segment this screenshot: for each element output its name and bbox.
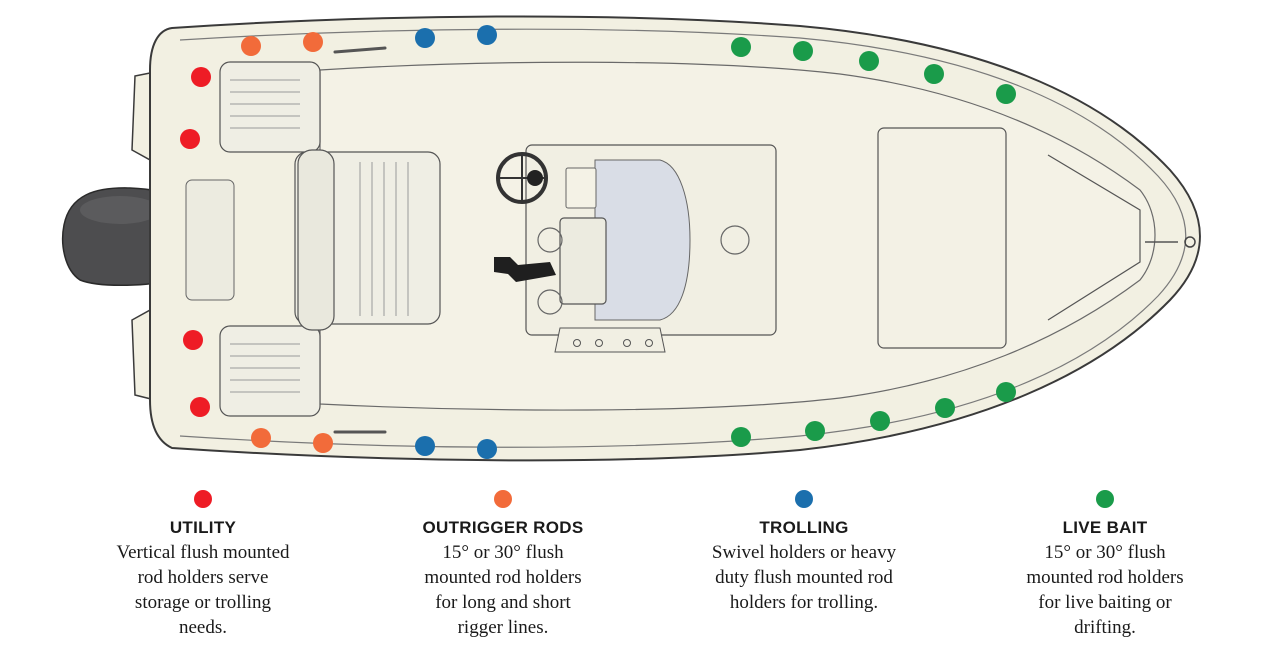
legend-outrigger: OUTRIGGER RODS 15° or 30° flush mounted …: [388, 488, 618, 640]
legend-description: 15° or 30° flush mounted rod holders for…: [1026, 542, 1184, 638]
legend-trolling: TROLLING Swivel holders or heavy duty fl…: [689, 488, 919, 615]
live-bait-rod-holder: [793, 41, 813, 61]
utility-dot: [194, 490, 212, 508]
live-bait-rod-holder: [996, 382, 1016, 402]
live-bait-dot: [1096, 490, 1114, 508]
helm-wheel: [496, 152, 548, 204]
windshield: [594, 159, 691, 321]
trolling-dot: [795, 490, 813, 508]
live-bait-rod-holder: [731, 427, 751, 447]
outrigger-dot: [494, 490, 512, 508]
outrigger-rod-holder: [241, 36, 261, 56]
live-bait-rod-holder: [935, 398, 955, 418]
utility-rod-holder: [190, 397, 210, 417]
outrigger-rod-holder: [251, 428, 271, 448]
bow-locker: [1047, 154, 1141, 321]
legend-title: UTILITY: [169, 518, 237, 537]
utility-rod-holder: [191, 67, 211, 87]
gunwale: [179, 28, 1187, 448]
live-bait-rod-holder: [859, 51, 879, 71]
legend-title: OUTRIGGER RODS: [422, 518, 584, 537]
utility-rod-holder: [183, 330, 203, 350]
live-bait-rod-holder: [924, 64, 944, 84]
legend-live-bait: LIVE BAIT 15° or 30° flush mounted rod h…: [990, 488, 1220, 640]
boat-top-view: [61, 15, 1201, 462]
utility-rod-holder: [180, 129, 200, 149]
transom-seat: [185, 179, 235, 301]
trolling-rod-holder: [477, 25, 497, 45]
outrigger-rod-holder: [303, 32, 323, 52]
trolling-rod-holder: [415, 28, 435, 48]
live-bait-rod-holder: [870, 411, 890, 431]
starboard-aft-cushion: [219, 325, 321, 417]
legend-description: 15° or 30° flush mounted rod holders for…: [424, 542, 582, 638]
legend: UTILITY Vertical flush mounted rod holde…: [0, 488, 1265, 650]
legend-title: LIVE BAIT: [1062, 518, 1148, 537]
throttle: [494, 257, 556, 282]
legend-description: Swivel holders or heavy duty flush mount…: [711, 542, 897, 613]
outrigger-rod-holder: [313, 433, 333, 453]
live-bait-rod-holder: [805, 421, 825, 441]
legend-title: TROLLING: [759, 518, 849, 537]
legend-utility: UTILITY Vertical flush mounted rod holde…: [88, 488, 318, 640]
legend-description: Vertical flush mounted rod holders serve…: [116, 542, 290, 638]
port-aft-cushion: [219, 61, 321, 153]
live-bait-rod-holder: [731, 37, 751, 57]
live-bait-rod-holder: [996, 84, 1016, 104]
trolling-rod-holder: [477, 439, 497, 459]
trolling-rod-holder: [415, 436, 435, 456]
rod-holders: [180, 25, 1016, 459]
forward-hatch: [877, 127, 1007, 349]
